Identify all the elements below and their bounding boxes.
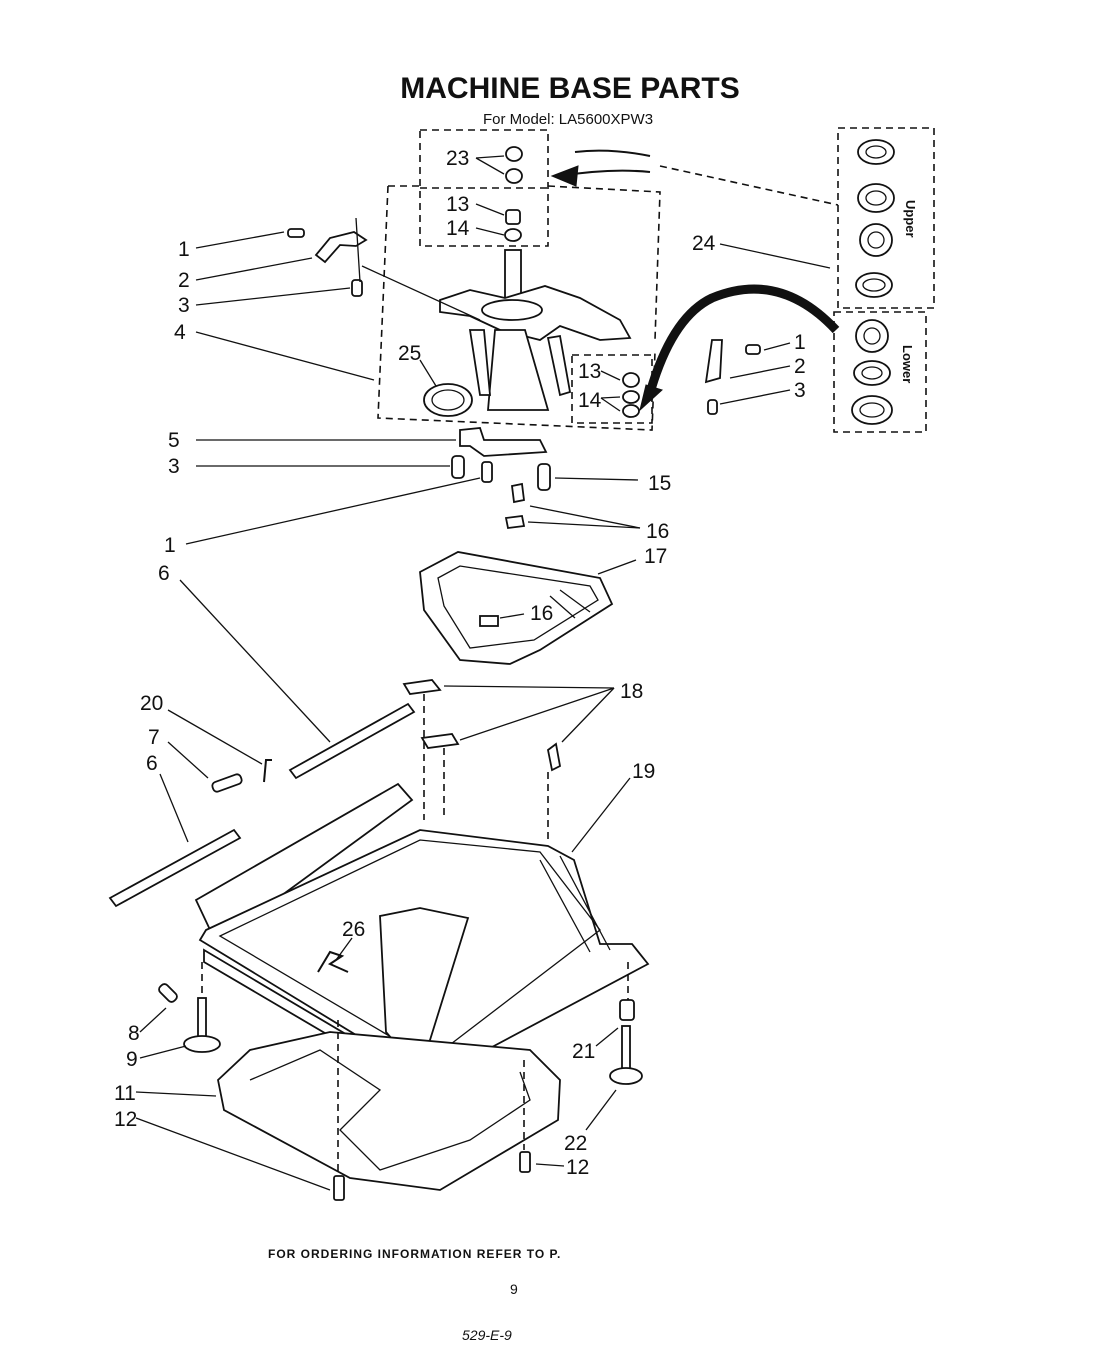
big-arrowhead [639, 384, 663, 412]
callout-2-right: 2 [794, 355, 806, 378]
upper-label: Upper [903, 200, 918, 238]
lower-bearings [851, 319, 893, 425]
callout-19: 19 [632, 760, 655, 783]
callout-13-top: 13 [446, 193, 469, 216]
callout-12-right: 12 [566, 1156, 589, 1179]
model-subtitle: For Model: LA5600XPW3 [483, 111, 653, 128]
upper-bearings [855, 139, 895, 298]
callout-14-top: 14 [446, 217, 470, 240]
callout-12-left: 12 [114, 1108, 137, 1131]
callout-22: 22 [564, 1132, 587, 1155]
mid-parts [451, 427, 551, 504]
rails [108, 702, 416, 908]
drive-assembly [423, 249, 632, 417]
bracket-left-top [287, 228, 368, 297]
callouts: 23 13 14 24 1 2 3 4 25 13 14 1 2 3 5 3 1… [114, 147, 806, 1179]
bottom-plate [217, 1031, 561, 1201]
clip-26 [317, 950, 349, 973]
callout-9: 9 [126, 1048, 138, 1071]
handwritten-note: 529-E-9 [462, 1327, 512, 1343]
callout-23: 23 [446, 147, 469, 170]
callout-3-mid: 3 [168, 455, 180, 478]
callout-16-top: 16 [646, 520, 669, 543]
page-number: 9 [510, 1281, 518, 1297]
callout-7: 7 [148, 726, 160, 749]
callout-13-side: 13 [578, 360, 601, 383]
callout-6-top: 6 [158, 562, 170, 585]
callout-3-top: 3 [178, 294, 190, 317]
upper-inset-box [837, 127, 935, 309]
callout-26: 26 [342, 918, 365, 941]
callout-5: 5 [168, 429, 180, 452]
callout-1-mid: 1 [164, 534, 176, 557]
page-title: MACHINE BASE PARTS [400, 72, 739, 105]
callout-24: 24 [692, 232, 716, 255]
lower-inset-box [833, 311, 927, 433]
big-curved-arrow [643, 284, 840, 402]
callout-3-right: 3 [794, 379, 806, 402]
lower-label: Lower [900, 345, 915, 383]
ordering-footer: FOR ORDERING INFORMATION REFER TO P. [268, 1247, 561, 1261]
bracket-right [704, 339, 761, 415]
leveling-leg-left [158, 983, 221, 1053]
callout-21: 21 [572, 1040, 595, 1063]
callout-16-bottom: 16 [530, 602, 553, 625]
callout-1-top: 1 [178, 238, 190, 261]
top-small-parts [504, 146, 523, 242]
flow-arrow-right [574, 149, 651, 157]
callout-2-top: 2 [178, 269, 190, 292]
side-box-parts [622, 372, 640, 418]
leader-lines [135, 155, 831, 1191]
callout-17: 17 [644, 545, 667, 568]
callout-15: 15 [648, 472, 671, 495]
center-assembly-box-top [388, 185, 661, 341]
callout-25: 25 [398, 342, 421, 365]
callout-1-right: 1 [794, 331, 806, 354]
callout-18: 18 [620, 680, 643, 703]
inset-connector [659, 165, 839, 206]
callout-14-side: 14 [578, 389, 602, 412]
callout-20: 20 [140, 692, 163, 715]
callout-4: 4 [174, 321, 186, 344]
callout-11: 11 [114, 1082, 136, 1105]
top-parts-box [419, 129, 549, 247]
tub-support-17 [419, 515, 614, 665]
flow-arrowhead [550, 165, 579, 187]
callout-6-bottom: 6 [146, 752, 158, 775]
callout-8: 8 [128, 1022, 140, 1045]
clips-18 [402, 679, 562, 772]
leveling-leg-right [609, 999, 643, 1085]
